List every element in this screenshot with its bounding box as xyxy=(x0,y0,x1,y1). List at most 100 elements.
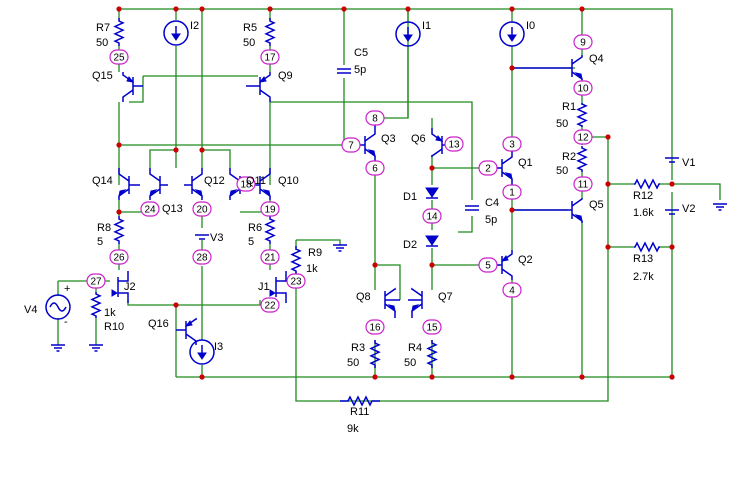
collector-lead xyxy=(259,89,271,102)
label-q11: Q11 xyxy=(246,175,266,187)
node-number: 8 xyxy=(372,114,378,125)
junction-dot xyxy=(579,374,585,380)
node-pill xyxy=(365,160,385,176)
transistor-q12 xyxy=(184,168,203,200)
resistor-r8 xyxy=(113,216,125,244)
diode-body xyxy=(425,235,439,246)
node-number: 22 xyxy=(264,301,276,312)
transistor-q10 xyxy=(252,168,271,200)
arrow xyxy=(504,172,513,181)
label-v2: V2 xyxy=(682,203,695,215)
node-23: 23 xyxy=(286,273,306,289)
node-number: 24 xyxy=(144,205,156,216)
label-v1: V1 xyxy=(682,157,695,169)
node-number: 15 xyxy=(426,323,438,334)
resistor-zigzag xyxy=(90,292,102,318)
collector-lead xyxy=(431,148,443,158)
label-r12: R12 xyxy=(633,190,653,202)
node-10: 10 xyxy=(573,80,593,96)
source-circle xyxy=(189,339,215,365)
node-number: 20 xyxy=(196,205,208,216)
collector-lead xyxy=(571,198,583,207)
node-15: 15 xyxy=(422,319,442,335)
arrow-head xyxy=(507,34,517,42)
node-pill xyxy=(260,201,280,217)
junction-dot xyxy=(116,142,122,148)
label-q16: Q16 xyxy=(148,318,169,330)
collector-lead xyxy=(571,55,583,65)
node-7: 7 xyxy=(341,137,361,153)
transistor-q14 xyxy=(118,168,140,200)
node-number: 5 xyxy=(485,261,491,272)
resistor-r4 xyxy=(426,340,438,368)
node-pill xyxy=(573,80,593,96)
wire xyxy=(119,8,673,150)
resistor-zigzag xyxy=(576,146,588,172)
value-r1: 50 xyxy=(556,118,568,130)
node-number: 18 xyxy=(240,180,252,191)
resistor-r5 xyxy=(264,18,276,46)
label-q14: Q14 xyxy=(92,175,113,187)
node-number: 26 xyxy=(113,253,125,264)
node-26: 26 xyxy=(109,249,129,265)
resistor-r9 xyxy=(290,246,302,274)
wire xyxy=(129,76,144,103)
wire xyxy=(660,183,721,200)
node-17: 17 xyxy=(260,49,280,65)
junction-dot xyxy=(509,207,515,213)
label-r2: R2 xyxy=(562,151,576,163)
node-number: 1 xyxy=(509,188,515,199)
label-r10: R10 xyxy=(104,321,124,333)
resistor-zigzag xyxy=(113,18,125,46)
label-r4: R4 xyxy=(408,342,422,354)
junction-dot xyxy=(116,6,122,12)
junction-dot xyxy=(605,134,611,140)
gate-arrow xyxy=(111,289,118,297)
arrow xyxy=(367,149,376,158)
arrow-head xyxy=(403,34,413,42)
arrow xyxy=(258,76,267,83)
drain-lead xyxy=(276,271,287,282)
node-pill xyxy=(109,49,129,65)
label-r9: R9 xyxy=(308,247,322,259)
node-pill xyxy=(422,319,442,335)
node-number: 7 xyxy=(348,141,354,152)
node-pill xyxy=(444,136,464,152)
node-pill xyxy=(502,282,522,298)
current-source-i1 xyxy=(395,21,421,47)
collector-lead xyxy=(122,89,134,102)
label-j1: J1 xyxy=(258,281,270,293)
node-pill xyxy=(422,208,442,224)
collector-lead xyxy=(364,125,376,142)
node-number: 27 xyxy=(90,277,102,288)
node-pill xyxy=(109,249,129,265)
label-r3: R3 xyxy=(351,342,365,354)
battery-v3 xyxy=(195,234,209,240)
resistor-zigzag xyxy=(113,216,125,244)
arrow xyxy=(500,255,509,262)
label-q13: Q13 xyxy=(162,203,183,215)
value-r12: 1.6k xyxy=(633,207,654,219)
gate-arrow xyxy=(269,289,276,297)
resistor-r11 xyxy=(340,395,380,407)
node-11: 11 xyxy=(573,176,593,192)
arrow xyxy=(194,189,203,198)
jfet-j2 xyxy=(111,271,129,303)
resistor-r7 xyxy=(113,18,125,46)
resistor-r3 xyxy=(369,340,381,368)
junction-dot xyxy=(579,6,585,12)
label-q4: Q4 xyxy=(589,53,604,65)
junction-dot xyxy=(429,165,435,171)
node-number: 19 xyxy=(264,205,276,216)
node-number: 28 xyxy=(196,253,208,264)
label-d2: D2 xyxy=(403,239,417,251)
diode-body xyxy=(425,187,439,198)
capacitor-c5 xyxy=(337,68,351,74)
node-pill xyxy=(260,49,280,65)
node-number: 23 xyxy=(290,277,302,288)
node-pill xyxy=(478,160,498,176)
wire xyxy=(296,239,341,245)
node-pill xyxy=(192,249,212,265)
node-25: 25 xyxy=(109,49,129,65)
